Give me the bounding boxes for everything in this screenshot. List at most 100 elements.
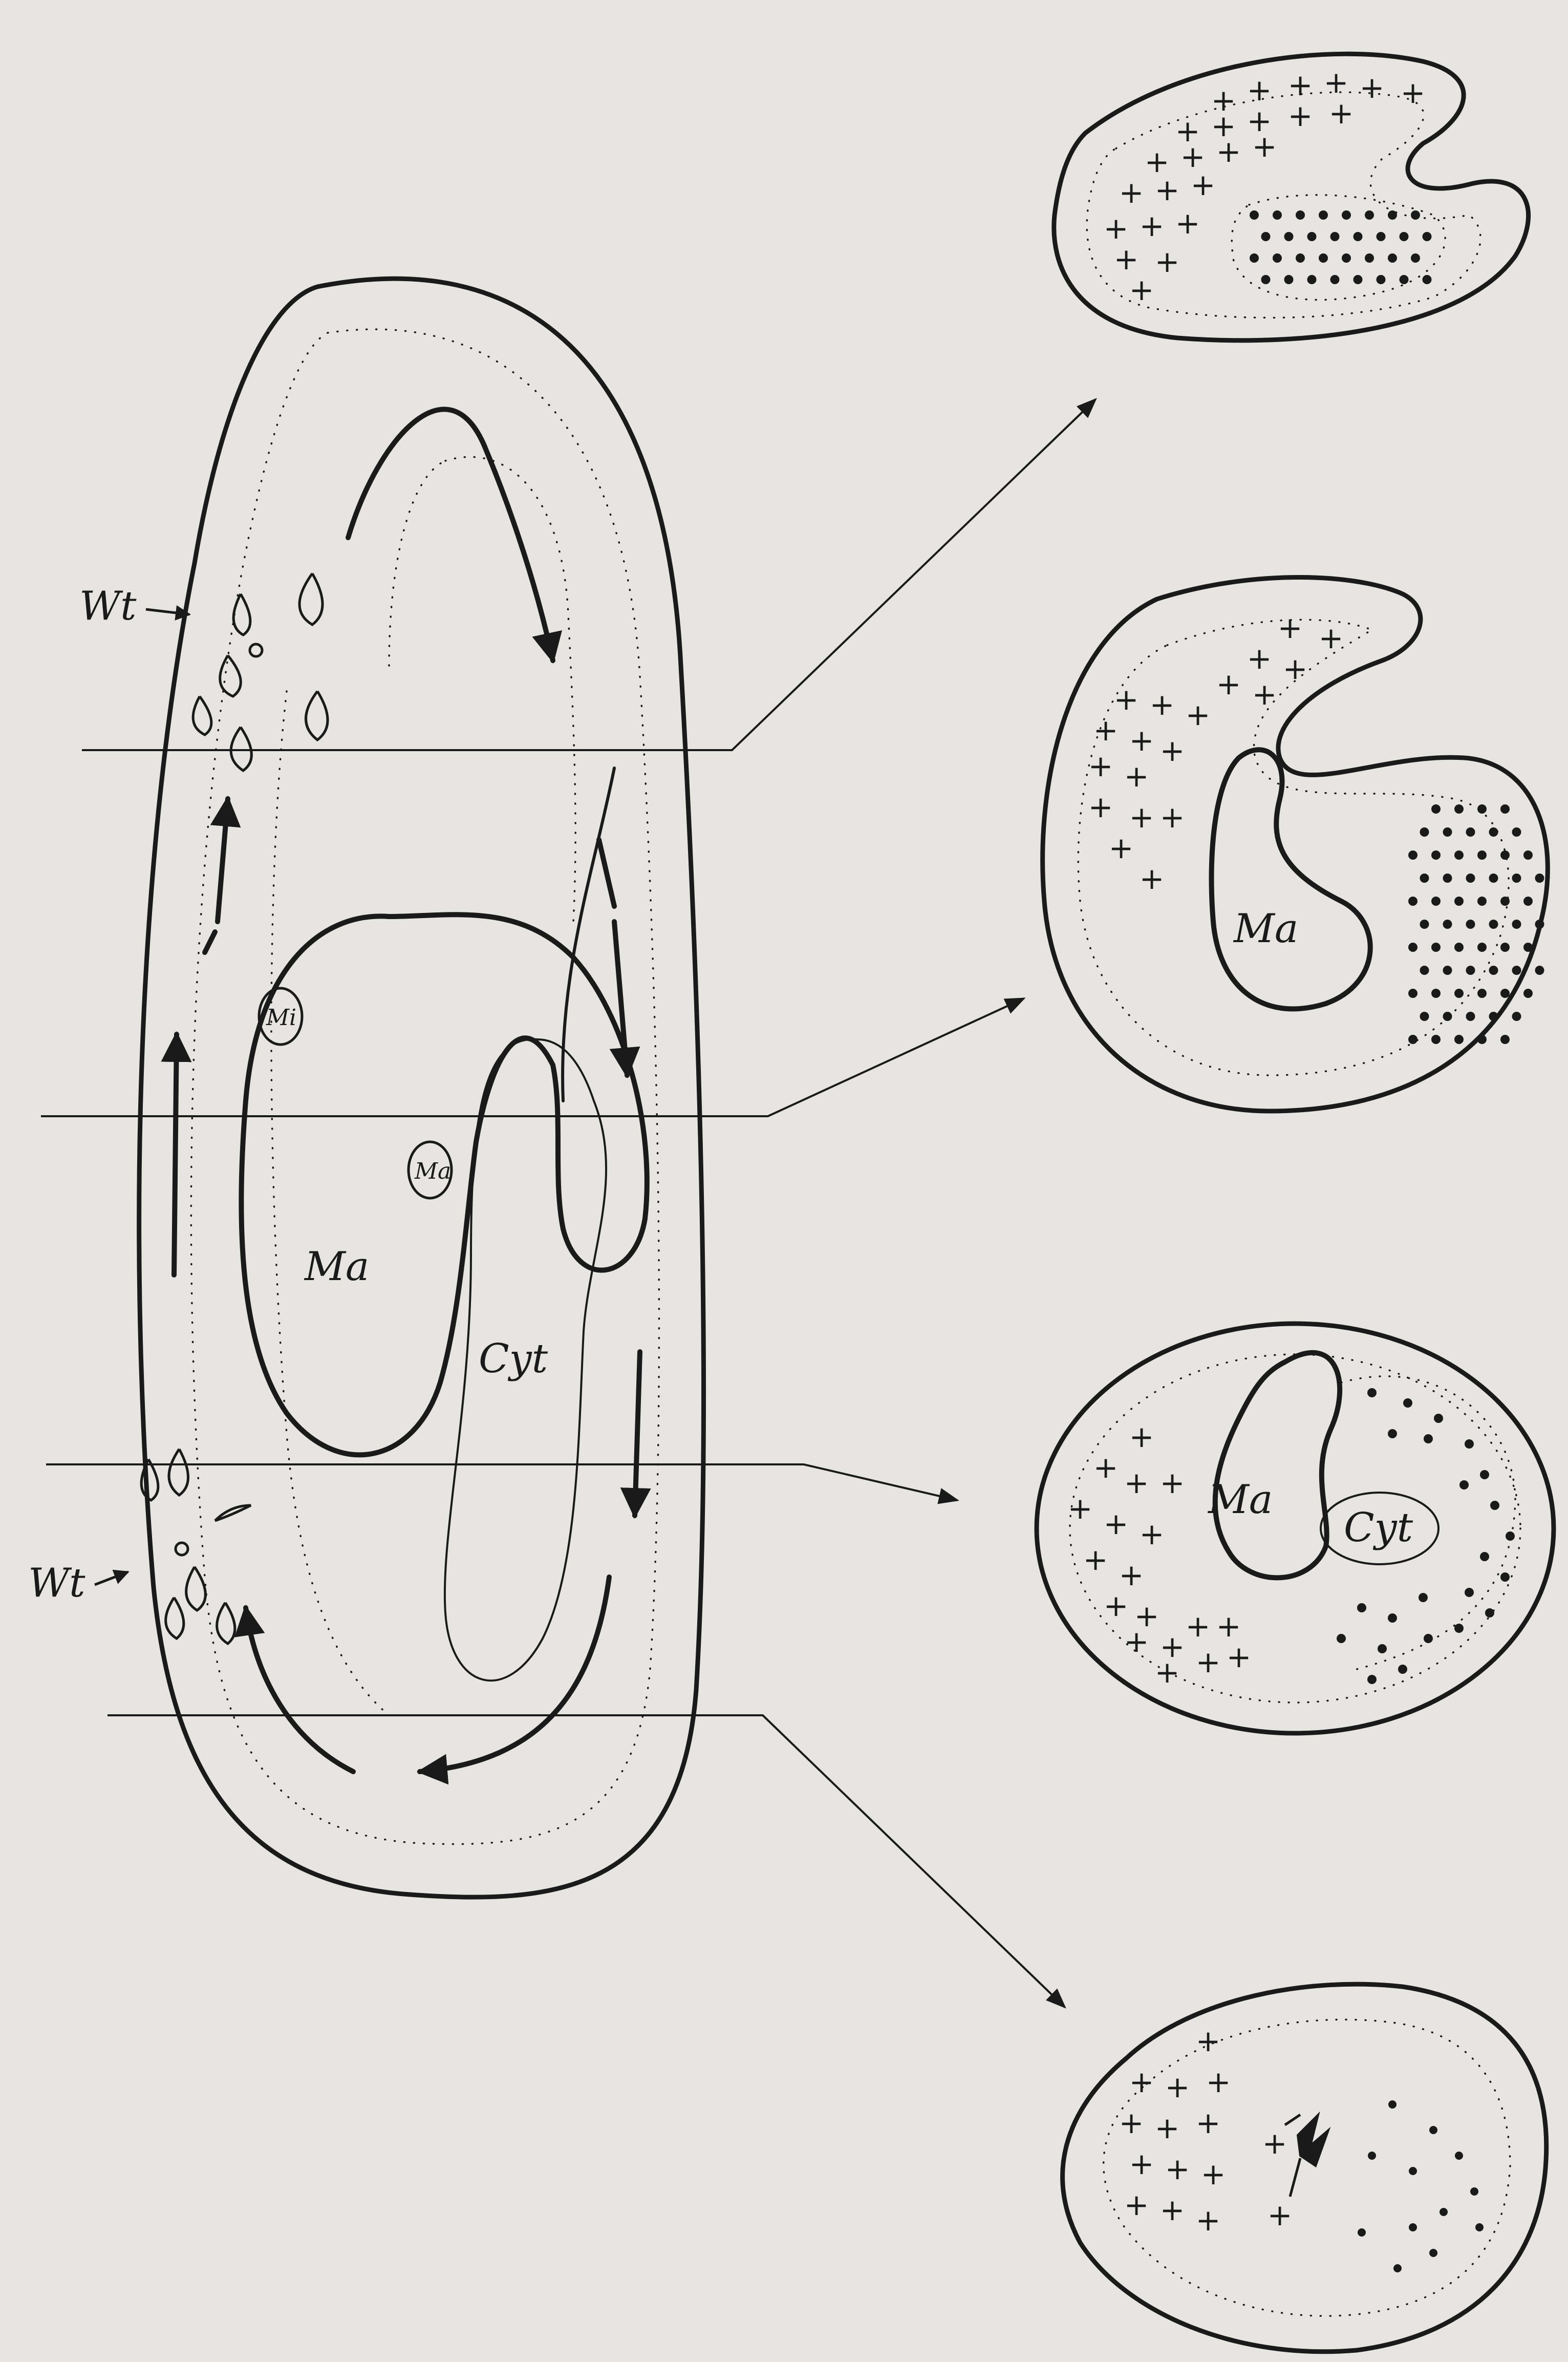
granule-dot-mark	[1411, 210, 1420, 220]
granule-dot-mark	[1535, 920, 1544, 929]
ciliary-plus-mark: +	[1093, 1450, 1119, 1485]
granule-dot-mark	[1431, 989, 1441, 998]
granule-dot-mark	[1367, 1388, 1377, 1397]
granule-dot-mark	[1388, 210, 1397, 220]
granule-dot-mark	[1477, 897, 1487, 906]
cross-section-3-ma-label: Ma	[1207, 1477, 1273, 1523]
granule-dot-mark	[1500, 804, 1510, 814]
granule-dot-mark	[1354, 232, 1363, 241]
granule-dot-mark	[1500, 897, 1510, 906]
ciliary-plus-mark: +	[1140, 208, 1165, 243]
ciliary-plus-mark: +	[1114, 242, 1139, 276]
granule-dot-mark	[1388, 253, 1397, 263]
granule-dot-mark	[1319, 253, 1328, 263]
ciliary-plus-mark: +	[1129, 800, 1154, 835]
ciliary-plus-mark: +	[1088, 790, 1113, 824]
granule-dot-mark	[1358, 2228, 1366, 2237]
mi-label-upper: Mi	[266, 1005, 296, 1031]
ciliary-plus-mark: +	[1247, 73, 1272, 108]
ciliary-plus-mark: +	[1119, 175, 1144, 210]
granule-dot-mark	[1431, 943, 1441, 952]
granule-dot-mark	[1411, 253, 1420, 263]
granule-dot-mark	[1489, 874, 1498, 883]
granule-dot-mark	[1535, 874, 1544, 883]
granule-dot-mark	[1307, 232, 1317, 241]
granule-dot-mark	[1296, 210, 1305, 220]
ciliary-plus-mark: +	[1216, 667, 1241, 701]
ciliary-plus-mark: +	[1288, 98, 1313, 133]
ciliary-plus-mark: +	[1268, 2198, 1293, 2232]
granule-dot-mark	[1443, 827, 1452, 837]
ciliary-plus-mark: +	[1124, 2187, 1149, 2222]
ciliary-plus-mark: +	[1191, 167, 1216, 202]
granule-dot-mark	[1403, 1398, 1412, 1408]
ciliary-plus-mark: +	[1196, 2105, 1221, 2140]
granule-dot-mark	[1477, 850, 1487, 860]
granule-dot-mark	[1429, 2249, 1437, 2257]
ciliary-plus-mark: +	[1083, 1542, 1108, 1577]
granule-dot-mark	[1420, 1012, 1429, 1021]
granule-dot-mark	[1489, 920, 1498, 929]
granule-dot-mark	[1443, 966, 1452, 975]
granule-dot-mark	[1377, 275, 1386, 284]
ciliary-plus-mark: +	[1196, 2203, 1221, 2238]
granule-dot-mark	[1489, 966, 1498, 975]
granule-dot-mark	[1273, 210, 1282, 220]
ciliary-plus-mark: +	[1088, 749, 1113, 783]
granule-dot-mark	[1408, 850, 1417, 860]
granule-dot-mark	[1485, 1608, 1494, 1618]
ciliary-plus-mark: +	[1155, 2111, 1180, 2145]
granule-dot-mark	[1523, 943, 1533, 952]
ma-label-large: Ma	[304, 1244, 369, 1290]
ciliary-plus-mark: +	[1160, 733, 1185, 768]
ciliary-plus-mark: +	[1175, 206, 1200, 241]
granule-dot-mark	[1342, 210, 1351, 220]
granule-dot-mark	[1400, 232, 1409, 241]
wt-label-lower: Wt	[28, 1560, 85, 1606]
ciliary-plus-mark: +	[1206, 2065, 1231, 2099]
granule-dot-mark	[1454, 1624, 1464, 1633]
ciliary-plus-mark: +	[1278, 610, 1303, 645]
granule-dot-mark	[1535, 966, 1544, 975]
ciliary-plus-mark: +	[1150, 687, 1175, 722]
granule-dot-mark	[1357, 1603, 1366, 1612]
granule-dot-mark	[1454, 850, 1464, 860]
granule-dot-mark	[1367, 1675, 1377, 1684]
ciliary-plus-mark: +	[1129, 2146, 1154, 2181]
granule-dot-mark	[1307, 275, 1317, 284]
granule-dot-mark	[1466, 874, 1475, 883]
granule-dot-mark	[1408, 989, 1417, 998]
granule-dot-mark	[1465, 1588, 1474, 1597]
ciliary-plus-mark: +	[1401, 75, 1426, 110]
cross-section-3-cyt-label: Cyt	[1344, 1505, 1413, 1551]
granule-dot-mark	[1500, 989, 1510, 998]
granule-dot-mark	[1398, 1665, 1407, 1674]
granule-dot-mark	[1466, 920, 1475, 929]
ciliary-plus-mark: +	[1129, 723, 1154, 758]
granule-dot-mark	[1368, 2152, 1376, 2160]
granule-dot-mark	[1512, 920, 1521, 929]
granule-dot-mark	[1424, 1434, 1433, 1443]
ciliary-plus-mark: +	[1216, 1609, 1241, 1644]
granule-dot-mark	[1261, 232, 1271, 241]
granule-dot-mark	[1477, 804, 1487, 814]
granule-dot-mark	[1354, 275, 1363, 284]
ciliary-plus-mark: +	[1155, 1655, 1180, 1690]
granule-dot-mark	[1388, 1429, 1397, 1438]
ciliary-plus-mark: +	[1262, 2126, 1287, 2161]
granule-dot-mark	[1420, 827, 1429, 837]
ciliary-plus-mark: +	[1165, 2152, 1190, 2186]
ciliary-plus-mark: +	[1129, 1419, 1154, 1454]
granule-dot-mark	[1440, 2208, 1448, 2216]
granule-dot-mark	[1420, 874, 1429, 883]
granule-dot-mark	[1477, 943, 1487, 952]
granule-dot-mark	[1480, 1470, 1489, 1479]
ciliary-plus-mark: +	[1252, 677, 1277, 712]
granule-dot-mark	[1431, 1035, 1441, 1044]
granule-dot-mark	[1500, 1572, 1510, 1582]
granule-dot-mark	[1470, 2187, 1478, 2196]
ciliary-plus-mark: +	[1155, 244, 1180, 279]
ciliary-plus-mark: +	[1227, 1640, 1252, 1674]
ciliary-plus-mark: +	[1360, 70, 1385, 105]
